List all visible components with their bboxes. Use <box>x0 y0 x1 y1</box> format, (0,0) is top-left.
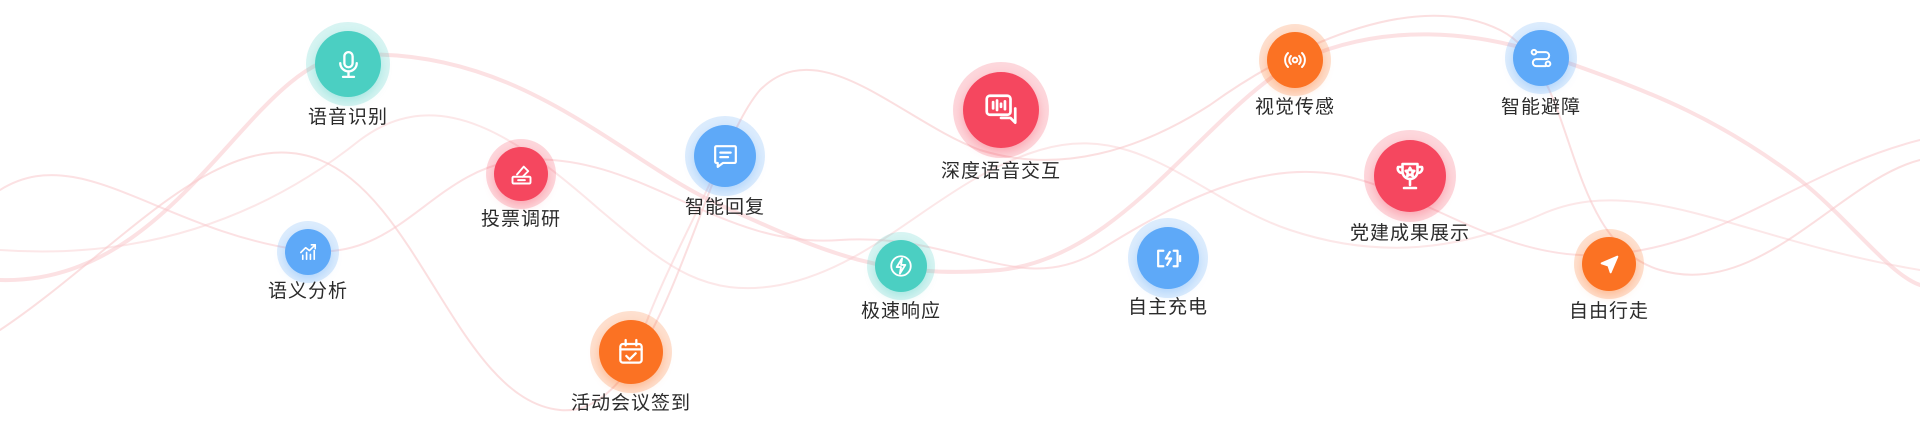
chat-bubble-icon <box>710 141 741 172</box>
icon-halo <box>1364 130 1456 222</box>
icon-circle <box>315 31 381 97</box>
icon-circle <box>1267 32 1323 88</box>
icon-circle <box>285 229 331 275</box>
feature-label: 语音识别 <box>307 106 389 128</box>
feature-activity-checkin: 活动会议签到 <box>571 311 690 414</box>
feature-label: 党建成果展示 <box>1349 222 1471 244</box>
icon-circle <box>1582 237 1636 291</box>
feature-label: 投票调研 <box>480 208 562 230</box>
feature-label: 智能回复 <box>684 196 766 218</box>
feature-smart-obstacle-avoidance: 智能避障 <box>1501 22 1580 118</box>
wave-line <box>0 14 1920 412</box>
icon-circle <box>875 240 927 292</box>
icon-halo <box>867 232 935 300</box>
feature-label: 自由行走 <box>1568 300 1650 322</box>
icon-halo <box>1505 22 1577 94</box>
icon-circle <box>494 147 548 201</box>
feature-label: 语义分析 <box>267 280 349 302</box>
icon-halo <box>685 116 765 196</box>
feature-fast-response: 极速响应 <box>861 232 940 322</box>
icon-circle <box>1513 30 1569 86</box>
feature-semantic-analysis: 语义分析 <box>268 221 347 302</box>
voice-dialog-icon <box>982 91 1020 129</box>
lightning-icon <box>888 253 914 279</box>
feature-label: 自主充电 <box>1127 296 1209 318</box>
icon-halo <box>486 139 556 209</box>
feature-autonomous-charging: 自主充电 <box>1128 218 1208 318</box>
feature-party-achievements: 党建成果展示 <box>1350 130 1469 244</box>
microphone-icon <box>332 48 365 81</box>
icon-halo <box>1259 24 1331 96</box>
trophy-icon <box>1392 158 1428 194</box>
icon-circle <box>1374 140 1446 212</box>
feature-smart-reply: 智能回复 <box>685 116 765 218</box>
icon-halo <box>953 62 1049 158</box>
icon-halo <box>590 311 672 393</box>
feature-label: 极速响应 <box>860 300 942 322</box>
broadcast-signal-icon <box>1281 46 1309 74</box>
battery-charging-icon <box>1153 243 1184 274</box>
wave-line <box>0 114 1920 290</box>
feature-label: 深度语音交互 <box>940 160 1062 182</box>
navigation-arrow-icon <box>1596 251 1623 278</box>
feature-label: 活动会议签到 <box>570 392 692 414</box>
icon-circle <box>963 72 1039 148</box>
feature-voting-survey: 投票调研 <box>481 139 560 230</box>
calendar-check-icon <box>615 336 647 368</box>
feature-free-walking: 自由行走 <box>1569 229 1648 322</box>
feature-deep-voice-interaction: 深度语音交互 <box>941 62 1060 182</box>
icon-halo <box>277 221 339 283</box>
icon-circle <box>599 320 663 384</box>
feature-visual-sensing: 视觉传感 <box>1255 24 1334 118</box>
icon-circle <box>694 125 756 187</box>
icon-halo <box>1574 229 1644 299</box>
ballot-box-icon <box>508 161 535 188</box>
feature-speech-recognition: 语音识别 <box>306 22 390 128</box>
icon-halo <box>1128 218 1208 298</box>
icon-halo <box>306 22 390 106</box>
trend-chart-icon <box>297 241 320 264</box>
feature-label: 视觉传感 <box>1254 96 1336 118</box>
route-path-icon <box>1527 44 1555 72</box>
feature-label: 智能避障 <box>1500 96 1582 118</box>
icon-circle <box>1137 227 1199 289</box>
